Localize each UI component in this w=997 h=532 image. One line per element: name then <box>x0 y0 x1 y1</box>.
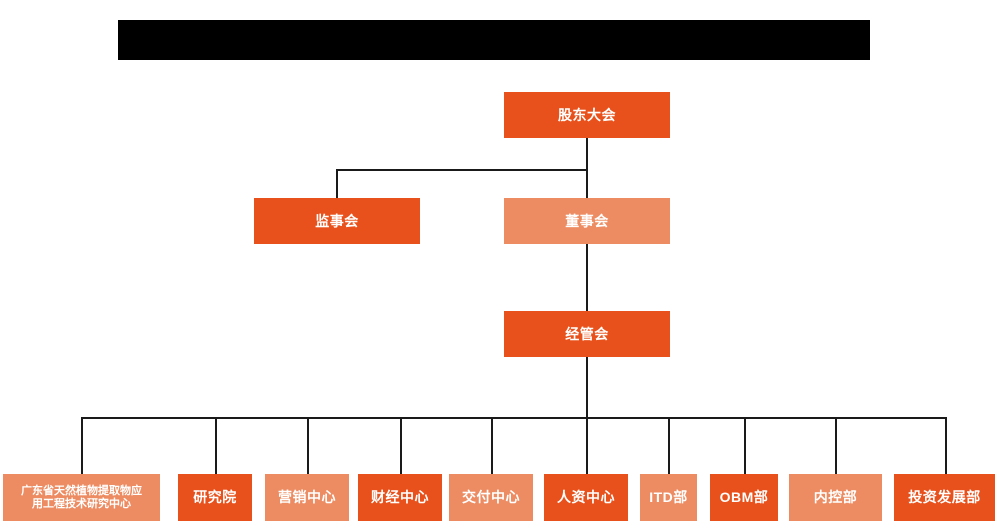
connector-drop-itd-dept <box>668 417 670 474</box>
connector-shareholders-to-supervisors-horizontal <box>336 169 588 171</box>
org-node-label: 内控部 <box>813 489 858 506</box>
org-node-marketing-center[interactable]: 营销中心 <box>265 474 349 521</box>
org-node-supervisors[interactable]: 监事会 <box>254 198 420 244</box>
connector-drop-investment-development-dept <box>945 417 947 474</box>
connector-drop-hr-center <box>586 417 588 474</box>
connector-directors-to-management <box>586 244 588 311</box>
org-node-label: ITD部 <box>649 489 688 506</box>
connector-drop-research-institute <box>215 417 217 474</box>
org-node-label: 广东省天然植物提取物应 用工程技术研究中心 <box>17 485 146 511</box>
org-node-research-institute[interactable]: 研究院 <box>178 474 252 521</box>
org-node-gd-center[interactable]: 广东省天然植物提取物应 用工程技术研究中心 <box>3 474 160 521</box>
org-node-internal-control-dept[interactable]: 内控部 <box>789 474 882 521</box>
redacted-title-banner <box>118 20 870 60</box>
connector-drop-delivery-center <box>491 417 493 474</box>
org-node-label: 研究院 <box>193 489 237 506</box>
org-node-directors[interactable]: 董事会 <box>504 198 670 244</box>
org-node-label: 投资发展部 <box>908 489 981 506</box>
org-node-label: OBM部 <box>719 489 769 506</box>
org-node-label: 股东大会 <box>558 106 616 123</box>
connector-management-trunk <box>586 357 588 417</box>
connector-drop-internal-control-dept <box>835 417 837 474</box>
org-node-finance-center[interactable]: 财经中心 <box>358 474 442 521</box>
org-node-label-line2: 用工程技术研究中心 <box>32 497 131 510</box>
org-node-label: 人资中心 <box>557 489 615 506</box>
org-node-shareholders[interactable]: 股东大会 <box>504 92 670 138</box>
org-node-label: 监事会 <box>315 212 359 229</box>
org-node-label: 财经中心 <box>371 489 429 506</box>
org-node-label: 经管会 <box>565 325 609 342</box>
org-node-label: 交付中心 <box>462 489 520 506</box>
org-node-itd-dept[interactable]: ITD部 <box>640 474 697 521</box>
connector-shareholders-trunk <box>586 138 588 244</box>
connector-drop-finance-center <box>400 417 402 474</box>
org-node-delivery-center[interactable]: 交付中心 <box>449 474 533 521</box>
connector-drop-gd-center <box>81 417 83 474</box>
connector-drop-obm-dept <box>744 417 746 474</box>
org-node-label: 营销中心 <box>278 489 336 506</box>
org-node-obm-dept[interactable]: OBM部 <box>710 474 778 521</box>
org-node-label-line1: 广东省天然植物提取物应 <box>21 484 142 497</box>
org-node-hr-center[interactable]: 人资中心 <box>544 474 628 521</box>
org-node-label: 董事会 <box>565 212 609 229</box>
connector-drop-supervisors <box>336 169 338 198</box>
connector-drop-marketing-center <box>307 417 309 474</box>
org-node-investment-development-dept[interactable]: 投资发展部 <box>894 474 995 521</box>
connector-department-bus <box>81 417 946 419</box>
org-node-management[interactable]: 经管会 <box>504 311 670 357</box>
